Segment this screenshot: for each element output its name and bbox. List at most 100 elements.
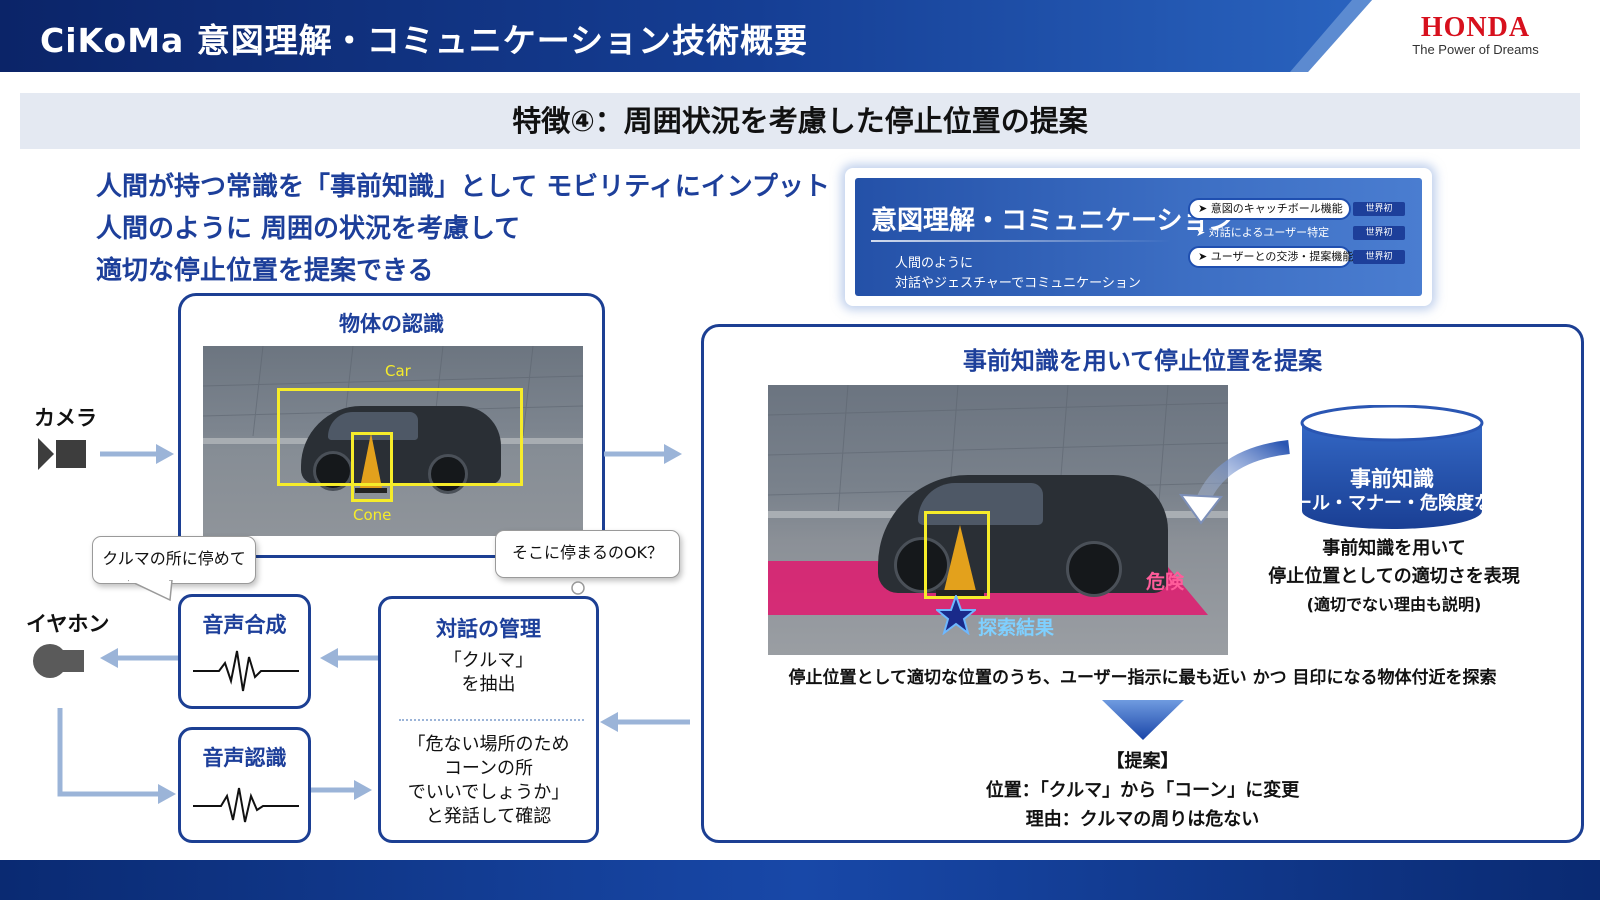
overview-card: 意図理解・コミュニケーション 人間のように 対話やジェスチャーでコミュニケーショ… [845,168,1432,306]
recognition-title: 物体の認識 [339,312,444,336]
proposal-result-position: 位置：「クルマ」から「コーン」に変更 [985,780,1300,801]
overview-subtitle-1: 人間のように [895,256,974,271]
overview-item: ➤ 対話によるユーザー特定 世界初 [1188,222,1413,244]
car-window [918,483,1043,525]
overview-title: 意図理解・コミュニケーション [871,206,1235,236]
overview-item-label: ➤ ユーザーとの交渉・提案機能 [1188,246,1354,268]
earphone-label: イヤホン [26,612,110,636]
recognition-photo: Car Cone [203,346,583,536]
proposal-title: 事前知識を用いて停止位置を提案 [962,347,1323,375]
danger-label: 危険 [1146,571,1185,593]
overview-item-text: 意図のキャッチボール機能 [1210,202,1343,215]
confirm-line-4: と発話して確認 [425,806,552,827]
confirm-line-2: コーンの所 [443,758,534,779]
page-title: CiKoMa 意図理解・コミュニケーション技術概要 [40,21,809,60]
overview-item-text: ユーザーとの交渉・提案機能 [1210,250,1354,263]
speech-recognition-box: 音声認識 [178,727,311,843]
waveform-icon [193,787,299,823]
extract-line-1: 「クルマ」 [443,650,534,671]
proposal-result-reason: 理由：クルマの周りは危ない [1025,809,1260,830]
down-arrow-icon [1102,700,1184,740]
overview-item-label: ➤ 意図のキャッチボール機能 [1188,198,1351,220]
header-band [0,0,1372,72]
overview-panel: 意図理解・コミュニケーション 人間のように 対話やジェスチャーでコミュニケーショ… [855,178,1422,296]
database-icon [1300,405,1484,529]
star-icon [936,595,976,635]
intro-text: 人間が持つ常識を「事前知識」として モビリティにインプット 人間のように 周囲の… [96,166,830,292]
arrow-earphone-to-recognition [57,708,176,804]
overview-item-label: ➤ 対話によるユーザー特定 [1196,226,1330,239]
overview-subtitle-2: 対話やジェスチャーでコミュニケーション [895,276,1141,291]
database-subtitle: ルール・マナー・危険度など [1276,493,1510,514]
camera-icon [38,438,86,470]
proposal-result: 【提案】 位置：「クルマ」から「コーン」に変更 理由：クルマの周りは危ない [704,747,1581,834]
first-in-world-badge: 世界初 [1353,202,1405,216]
user-speech-bubble: クルマの所に停めて [92,536,256,584]
cone-highlight-box [924,511,990,599]
cone-shape [944,525,976,591]
cone-base [936,590,984,596]
car-detection-box [277,388,523,486]
overview-item: ➤ 意図のキャッチボール機能 世界初 [1188,198,1413,220]
speech-recognition-title: 音声認識 [202,746,287,770]
intro-line-1: 人間が持つ常識を「事前知識」として モビリティにインプット [96,172,830,202]
extract-line-2: を抽出 [461,674,516,695]
db-desc-line-2: 停止位置としての適切さを表現 [1268,566,1520,587]
car-detection-label: Car [385,362,411,380]
user-speech-text: クルマの所に停めて [102,549,246,568]
overview-item-text: 対話によるユーザー特定 [1208,226,1330,239]
honda-tagline: The Power of Dreams [1412,42,1539,57]
search-caption: 停止位置として適切な位置のうち、ユーザー指示に最も近い かつ 目印になる物体付近… [788,668,1497,688]
confirm-line-3: でいいでしょうか」 [407,782,570,803]
dialogue-management-title: 対話の管理 [436,617,541,641]
cone-base [355,488,387,493]
waveform-icon [193,650,299,692]
intro-line-3: 適切な停止位置を提案できる [96,256,434,286]
extract-text: 「クルマ」 を抽出 [381,649,596,697]
database-title: 事前知識 [1350,467,1434,491]
speech-synthesis-box: 音声合成 [178,594,311,709]
car-wheel [1066,541,1122,597]
confirm-text: 「危ない場所のため コーンの所 でいいでしょうか」 と発話して確認 [381,733,596,829]
db-desc-line-3: (適切でない理由も説明) [1306,595,1482,614]
header: CiKoMa 意図理解・コミュニケーション技術概要 HONDA The Powe… [0,0,1600,72]
overview-divider [871,240,1171,242]
first-in-world-badge: 世界初 [1353,226,1405,240]
arrow-dialogue-to-synthesis [320,648,380,668]
earphone-icon [33,644,84,678]
honda-wordmark: HONDA [1420,12,1531,43]
feature-bar: 特徴④：周囲状況を考慮した停止位置の提案 [20,93,1580,149]
search-result-label: 探索結果 [978,617,1055,639]
arrow-camera-to-recognition [100,444,174,464]
speech-bubble-tail [128,580,173,602]
database-description: 事前知識を用いて 停止位置としての適切さを表現 (適切でない理由も説明) [1244,535,1544,619]
db-desc-line-1: 事前知識を用いて [1322,538,1466,559]
proposal-panel: 事前知識を用いて停止位置を提案 危険 探索結果 [701,324,1584,843]
cone-shape [360,433,382,488]
curved-arrow-icon [1178,440,1290,525]
arrow-synthesis-to-earphone [100,648,180,668]
recognition-panel: 物体の認識 Car Cone [178,293,605,558]
honda-logo: HONDA The Power of Dreams [1378,14,1573,58]
cone-detection-label: Cone [353,506,392,524]
system-thought-bubble: そこに停まるのOK？ [495,530,680,578]
proposal-photo: 危険 探索結果 [768,385,1228,655]
car-wheel [428,454,468,494]
arrow-proposal-to-dialogue [600,712,690,732]
arrow-recognition-to-dialogue [310,780,372,800]
camera-label: カメラ [34,406,97,430]
first-in-world-badge: 世界初 [1353,250,1405,264]
cone-detection-box [351,432,393,502]
speech-synthesis-title: 音声合成 [202,613,287,637]
arrow-recognition-to-proposal [604,444,682,464]
intro-line-2: 人間のように 周囲の状況を考慮して [96,214,521,244]
footer-band [0,860,1600,900]
dialogue-management-box: 対話の管理 「クルマ」 を抽出 「危ない場所のため コーンの所 でいいでしょうか… [378,596,599,843]
proposal-result-heading: 【提案】 [1106,751,1179,772]
system-thought-text: そこに停まるのOK？ [511,543,664,562]
confirm-line-1: 「危ない場所のため [407,734,570,755]
dialogue-divider [399,719,584,721]
feature-title: 特徴④：周囲状況を考慮した停止位置の提案 [512,104,1088,138]
overview-item: ➤ ユーザーとの交渉・提案機能 世界初 [1188,246,1413,268]
